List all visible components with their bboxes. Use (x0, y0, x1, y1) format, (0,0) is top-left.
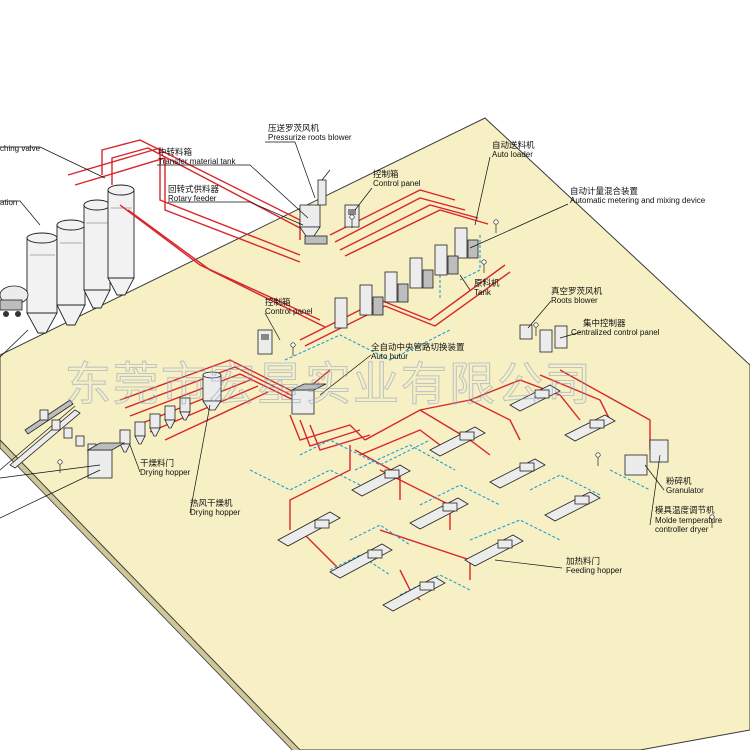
workers (57, 214, 715, 528)
label-auto-butur-cn: 全自动中央管路切换装置 (371, 342, 465, 353)
granulator-unit (624, 439, 669, 476)
control-panel-mid (257, 329, 273, 355)
watermark: 东莞市宏星实业有限公司 (65, 357, 593, 411)
red-conveying-pipes (67, 139, 651, 601)
label-control-panel-mid-en: Control panel (265, 307, 313, 316)
blue-vacuum-lines (249, 235, 651, 596)
centralized-control-panel (539, 325, 568, 353)
label-transfer-tank-cn: 中转料箱 (158, 147, 193, 158)
label-central-panel-en: Centralized control panel (571, 328, 660, 337)
drying-hoppers-small (119, 397, 191, 453)
rotary-feeder-assembly (299, 169, 331, 245)
label-feeding-hopper-en: Feeding hopper (566, 566, 622, 575)
label-feeding-hopper-cn: 加热料门 (566, 556, 600, 567)
label-transfer-tank-en: Transfer material tank (158, 157, 237, 166)
dryer-cabinet (86, 442, 126, 479)
label-tank-en: Tank (474, 288, 492, 297)
label-auto-loader-cn: 自动送料机 (492, 140, 535, 151)
label-rotary-feeder-en: Rotary feeder (168, 194, 217, 203)
label-station: ation (0, 198, 17, 207)
label-roots-blower-press-en: Pressurize roots blower (268, 133, 352, 142)
label-mold-temp-en2: controller dryer (655, 525, 709, 534)
label-drying-hopper-cn: 热风干燥机 (190, 498, 233, 509)
label-mold-temp-cn: 模具温度调节机 (655, 505, 715, 516)
label-granulator-en: Granulator (666, 486, 704, 495)
label-control-panel-mid-cn: 控制箱 (265, 297, 291, 308)
label-mold-temp-en1: Molde temperature (655, 516, 723, 525)
label-control-panel-top-en: Control panel (373, 179, 421, 188)
label-drying-hopper-en: Drying hopper (190, 508, 241, 517)
vacuum-roots-blower (519, 324, 533, 340)
label-central-panel-cn: 集中控制器 (583, 318, 626, 329)
auto-butur-unit (291, 383, 327, 415)
metering-devices-row (334, 227, 479, 329)
label-granulator-cn: 粉碎机 (666, 476, 692, 487)
label-roots-blower-vac-en: Roots blower (551, 296, 598, 305)
molding-machines (277, 384, 616, 612)
storage-silos (26, 184, 135, 334)
label-metering-en: Automatic metering and mixing device (570, 196, 706, 205)
label-rotary-feeder-cn: 回转式供料器 (168, 184, 220, 195)
label-auto-butur-en: Auto butur (371, 352, 408, 361)
label-roots-blower-vac-cn: 真空罗茨风机 (551, 286, 603, 297)
label-drying-hopper-small-cn: 干燥料门 (140, 458, 174, 469)
label-metering-cn: 自动计量混合装置 (570, 186, 639, 197)
label-roots-blower-press-cn: 压送罗茨风机 (268, 123, 320, 134)
hot-air-dryer (202, 371, 222, 411)
leader-lines (0, 141, 665, 569)
label-drying-hopper-small-en: Drying hopper (140, 468, 191, 477)
labels: ching valve ation 中转料箱 Transfer material… (0, 123, 723, 575)
label-control-panel-top-cn: 控制箱 (373, 169, 399, 180)
truck (0, 285, 29, 317)
label-tank-cn: 原料机 (474, 278, 500, 289)
conveyor-line (0, 399, 97, 471)
label-switching-valve: ching valve (0, 144, 41, 153)
label-auto-loader-en: Auto loader (492, 150, 533, 159)
factory-floor-edge (0, 439, 301, 750)
